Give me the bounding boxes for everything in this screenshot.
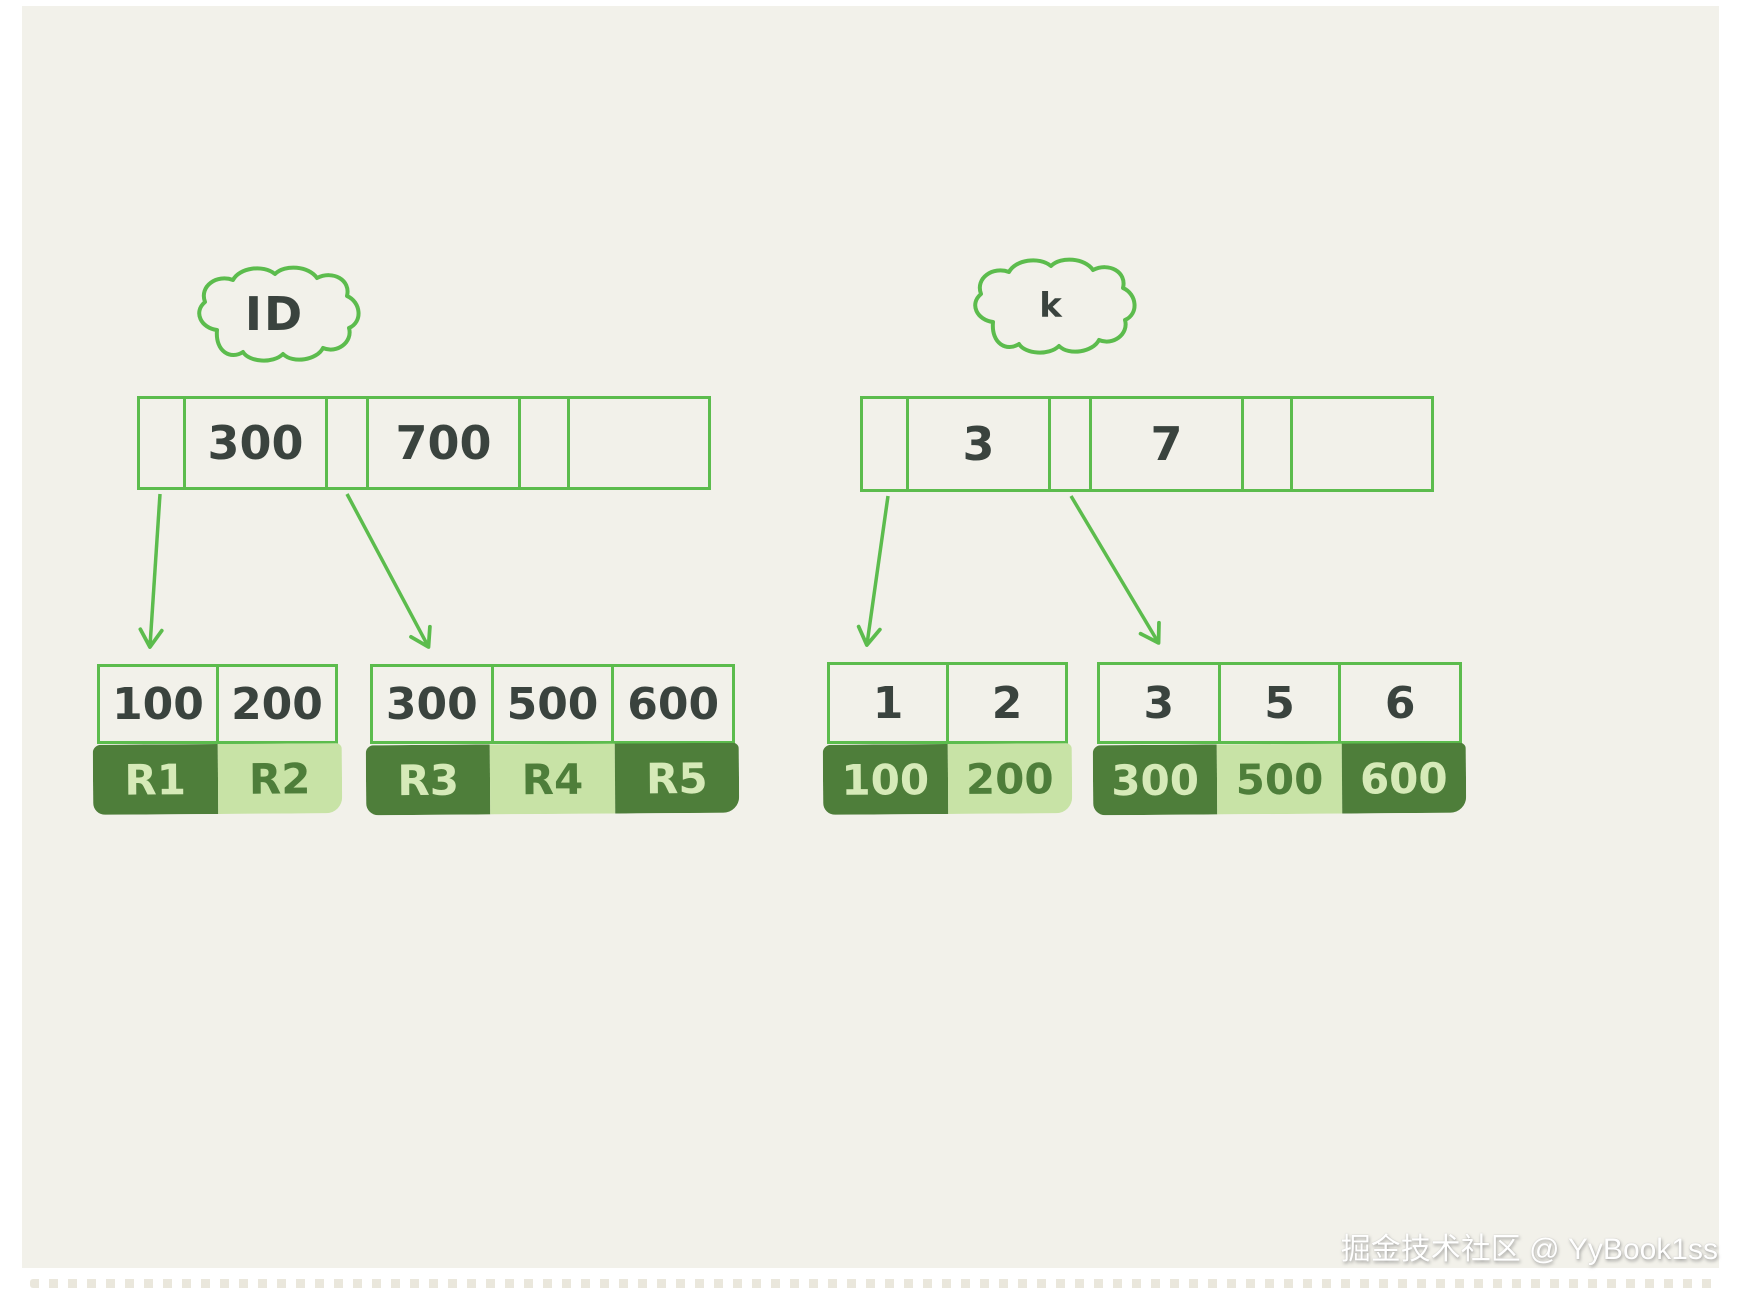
right-leaf2-keys: 3 5 6 xyxy=(1097,662,1462,744)
leaf-key-cell: 100 xyxy=(100,667,219,741)
record-cell: 200 xyxy=(947,743,1073,814)
record-cell: R2 xyxy=(217,743,343,814)
left-leaf1-records: R1 R2 xyxy=(92,743,343,815)
root-pointer-cell xyxy=(863,399,909,489)
left-leaf2-keys: 300 500 600 xyxy=(370,664,735,744)
left-root-node: 300 700 xyxy=(137,396,711,490)
record-cell: R4 xyxy=(490,743,615,815)
right-leaf2-records: 300 500 600 xyxy=(1092,742,1467,816)
leaf-key-cell: 600 xyxy=(627,678,720,730)
root-key-cell: 700 xyxy=(369,399,521,487)
record-cell: 600 xyxy=(1341,742,1467,814)
record-cell: R3 xyxy=(365,744,491,816)
root-pointer-cell xyxy=(328,399,369,487)
watermark-text: 掘金技术社区 @ YyBook1ss xyxy=(1340,1233,1718,1266)
cutoff-content-strip xyxy=(30,1279,1716,1288)
leaf-key-cell: 200 xyxy=(231,678,323,730)
leaf-key-cell: 500 xyxy=(494,667,615,741)
leaf-key-cell: 6 xyxy=(1384,677,1416,729)
left-leaf2-records: R3 R4 R5 xyxy=(365,742,740,816)
right-leaf1-keys: 1 2 xyxy=(827,662,1068,744)
root-key-cell: 7 xyxy=(1092,399,1244,489)
leaf-key-cell: 3 xyxy=(1100,665,1221,741)
root-pointer-cell xyxy=(1244,399,1293,489)
leaf-key-cell: 1 xyxy=(830,665,949,741)
root-key-cell: 3 xyxy=(909,399,1051,489)
leaf-key-cell: 5 xyxy=(1221,665,1342,741)
right-root-node: 3 7 xyxy=(860,396,1434,492)
record-cell: 500 xyxy=(1217,743,1342,815)
root-empty-cell xyxy=(1293,399,1431,489)
root-pointer-cell xyxy=(140,399,186,487)
record-cell: R5 xyxy=(614,742,740,814)
leaf-key-cell: 2 xyxy=(991,677,1023,729)
left-leaf1-keys: 100 200 xyxy=(97,664,338,744)
root-key-cell: 300 xyxy=(186,399,328,487)
record-cell: 300 xyxy=(1092,744,1218,816)
record-cell: 100 xyxy=(822,744,948,815)
leaf-key-cell: 300 xyxy=(373,667,494,741)
cloud-label-k: k xyxy=(1039,285,1062,326)
cloud-label-id: ID xyxy=(244,286,305,341)
record-cell: R1 xyxy=(92,744,218,815)
right-leaf1-records: 100 200 xyxy=(822,743,1073,815)
root-pointer-cell xyxy=(521,399,570,487)
diagram-canvas xyxy=(22,6,1719,1268)
root-empty-cell xyxy=(570,399,708,487)
root-pointer-cell xyxy=(1051,399,1092,489)
